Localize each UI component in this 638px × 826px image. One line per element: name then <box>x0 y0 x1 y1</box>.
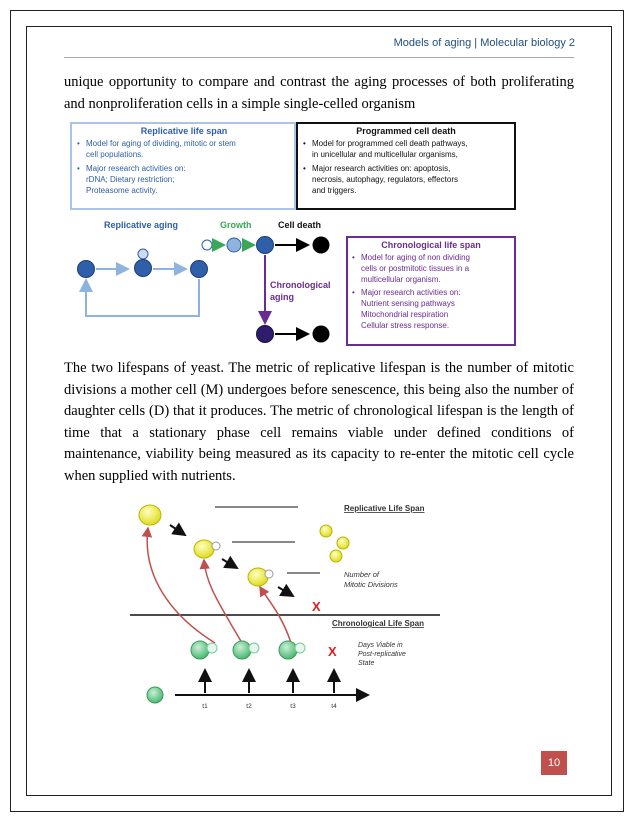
division-arrow <box>277 583 295 598</box>
bud-scar <box>264 569 274 579</box>
svg-text:•: • <box>352 253 355 262</box>
page-border-outer <box>10 10 624 812</box>
mother-cell <box>77 260 95 278</box>
growing-cell <box>226 237 242 253</box>
state-label: State <box>358 660 374 667</box>
page-border-inner <box>26 26 612 796</box>
running-header: Models of aging | Molecular biology 2 <box>393 37 575 49</box>
days-viable-label: Days Viable in <box>358 642 403 649</box>
programmed-cell-death-box: Programmed cell death • Model for progra… <box>296 122 516 210</box>
chronological-life-span-box: Chronological life span • Model for agin… <box>346 236 516 346</box>
svg-text:•: • <box>303 139 306 148</box>
chronological-label: Chronological <box>270 280 331 290</box>
replicative-life-span-box: Replicative life span • Model for aging … <box>70 122 296 210</box>
division-arrow <box>221 555 239 570</box>
intro-paragraph: unique opportunity to compare and contra… <box>64 74 574 112</box>
svg-text:•: • <box>77 164 80 173</box>
stationary-cell <box>278 640 298 660</box>
time-label: t4 <box>331 703 337 710</box>
pcd-box-line: necrosis, autophagy, regulators, effecto… <box>312 175 458 184</box>
replicative-box-line: cell populations. <box>86 150 143 159</box>
regrowth-arrow <box>141 526 216 644</box>
daughter-cell <box>319 524 333 538</box>
starting-cell <box>146 686 164 704</box>
dead-cell <box>312 325 330 343</box>
chrono-box-line: Nutrient sensing pathways <box>361 299 455 308</box>
time-label: t3 <box>290 703 296 710</box>
chrono-box-line: Cellular stress response. <box>361 321 449 330</box>
bud <box>248 642 260 654</box>
chronological-life-span-title: Chronological Life Span <box>332 619 424 628</box>
stationary-cell <box>232 640 252 660</box>
chrono-box-line: Model for aging of non dividing <box>361 253 470 262</box>
svg-text:•: • <box>77 139 80 148</box>
replicative-box-line: Major research activities on: <box>86 164 186 173</box>
chrono-box-line: multicellular organism. <box>361 275 441 284</box>
pcd-box-line: Model for programmed cell death pathways… <box>312 139 468 148</box>
growth-label: Growth <box>220 220 252 230</box>
chrono-box-line: Mitochondrial respiration <box>361 310 448 319</box>
replicative-box-line: rDNA; Dietary restriction; <box>86 175 174 184</box>
post-replicative-label: Post-replicative <box>358 651 406 658</box>
yeast-mother-cell <box>138 504 162 526</box>
chrono-box-title: Chronological life span <box>381 240 481 250</box>
regrowth-arrow <box>259 585 292 644</box>
header-rule <box>64 57 574 58</box>
mother-cell <box>134 259 152 277</box>
yeast-mother-cell <box>193 539 215 559</box>
dead-cell <box>312 236 330 254</box>
yeast-mother-cell <box>247 567 269 587</box>
figure-life-span-schematic: Replicative Life Span Number of Mitotic … <box>130 504 440 710</box>
small-cell <box>201 239 213 251</box>
pcd-box-title: Programmed cell death <box>356 126 456 136</box>
svg-text:•: • <box>352 288 355 297</box>
mature-cell <box>256 236 274 254</box>
figure-lifespans-diagram: Replicative life span • Model for aging … <box>70 122 516 346</box>
division-arrow <box>169 522 187 537</box>
mother-cell <box>190 260 208 278</box>
replicative-box-title: Replicative life span <box>141 126 228 136</box>
daughter-cell <box>137 248 149 260</box>
time-label: t1 <box>202 703 208 710</box>
page-number-badge: 10 <box>541 751 567 775</box>
cell-death-label: Cell death <box>278 220 321 230</box>
bud-scar <box>211 541 221 551</box>
caption-paragraph: The two lifespans of yeast. The metric o… <box>64 360 574 484</box>
mitotic-divisions-label: Mitotic Divisions <box>344 580 398 589</box>
chronological-aging-column: Chronological aging <box>256 255 331 343</box>
death-x-mark: X <box>312 599 321 614</box>
replicative-aging-row <box>77 248 208 317</box>
replicative-loop-arrow <box>79 278 200 317</box>
replicative-aging-label: Replicative aging <box>104 220 178 230</box>
chrono-box-line: Major research activities on: <box>361 288 461 297</box>
daughter-cell <box>329 549 343 563</box>
daughter-cell <box>336 536 350 550</box>
aging-label: aging <box>270 292 294 302</box>
pcd-box-line: and triggers. <box>312 186 356 195</box>
growth-death-row <box>201 236 330 254</box>
stationary-cell <box>190 640 210 660</box>
regrowth-arrow <box>199 558 243 644</box>
chrono-box-line: cells or postmitotic tissues in a <box>361 264 470 273</box>
pcd-box-line: Major research activities on: apoptosis, <box>312 164 450 173</box>
pcd-box-line: in unicellular and multicellular organis… <box>312 150 458 159</box>
aged-cell <box>256 325 274 343</box>
replicative-life-span-title: Replicative Life Span <box>344 504 425 513</box>
replicative-box-line: Model for aging of dividing, mitotic or … <box>86 139 236 148</box>
time-label: t2 <box>246 703 252 710</box>
bud <box>206 642 218 654</box>
death-x-mark: X <box>328 644 337 659</box>
number-of-label: Number of <box>344 570 380 579</box>
svg-text:•: • <box>303 164 306 173</box>
bud <box>294 642 306 654</box>
replicative-box-line: Proteasome activity. <box>86 186 157 195</box>
